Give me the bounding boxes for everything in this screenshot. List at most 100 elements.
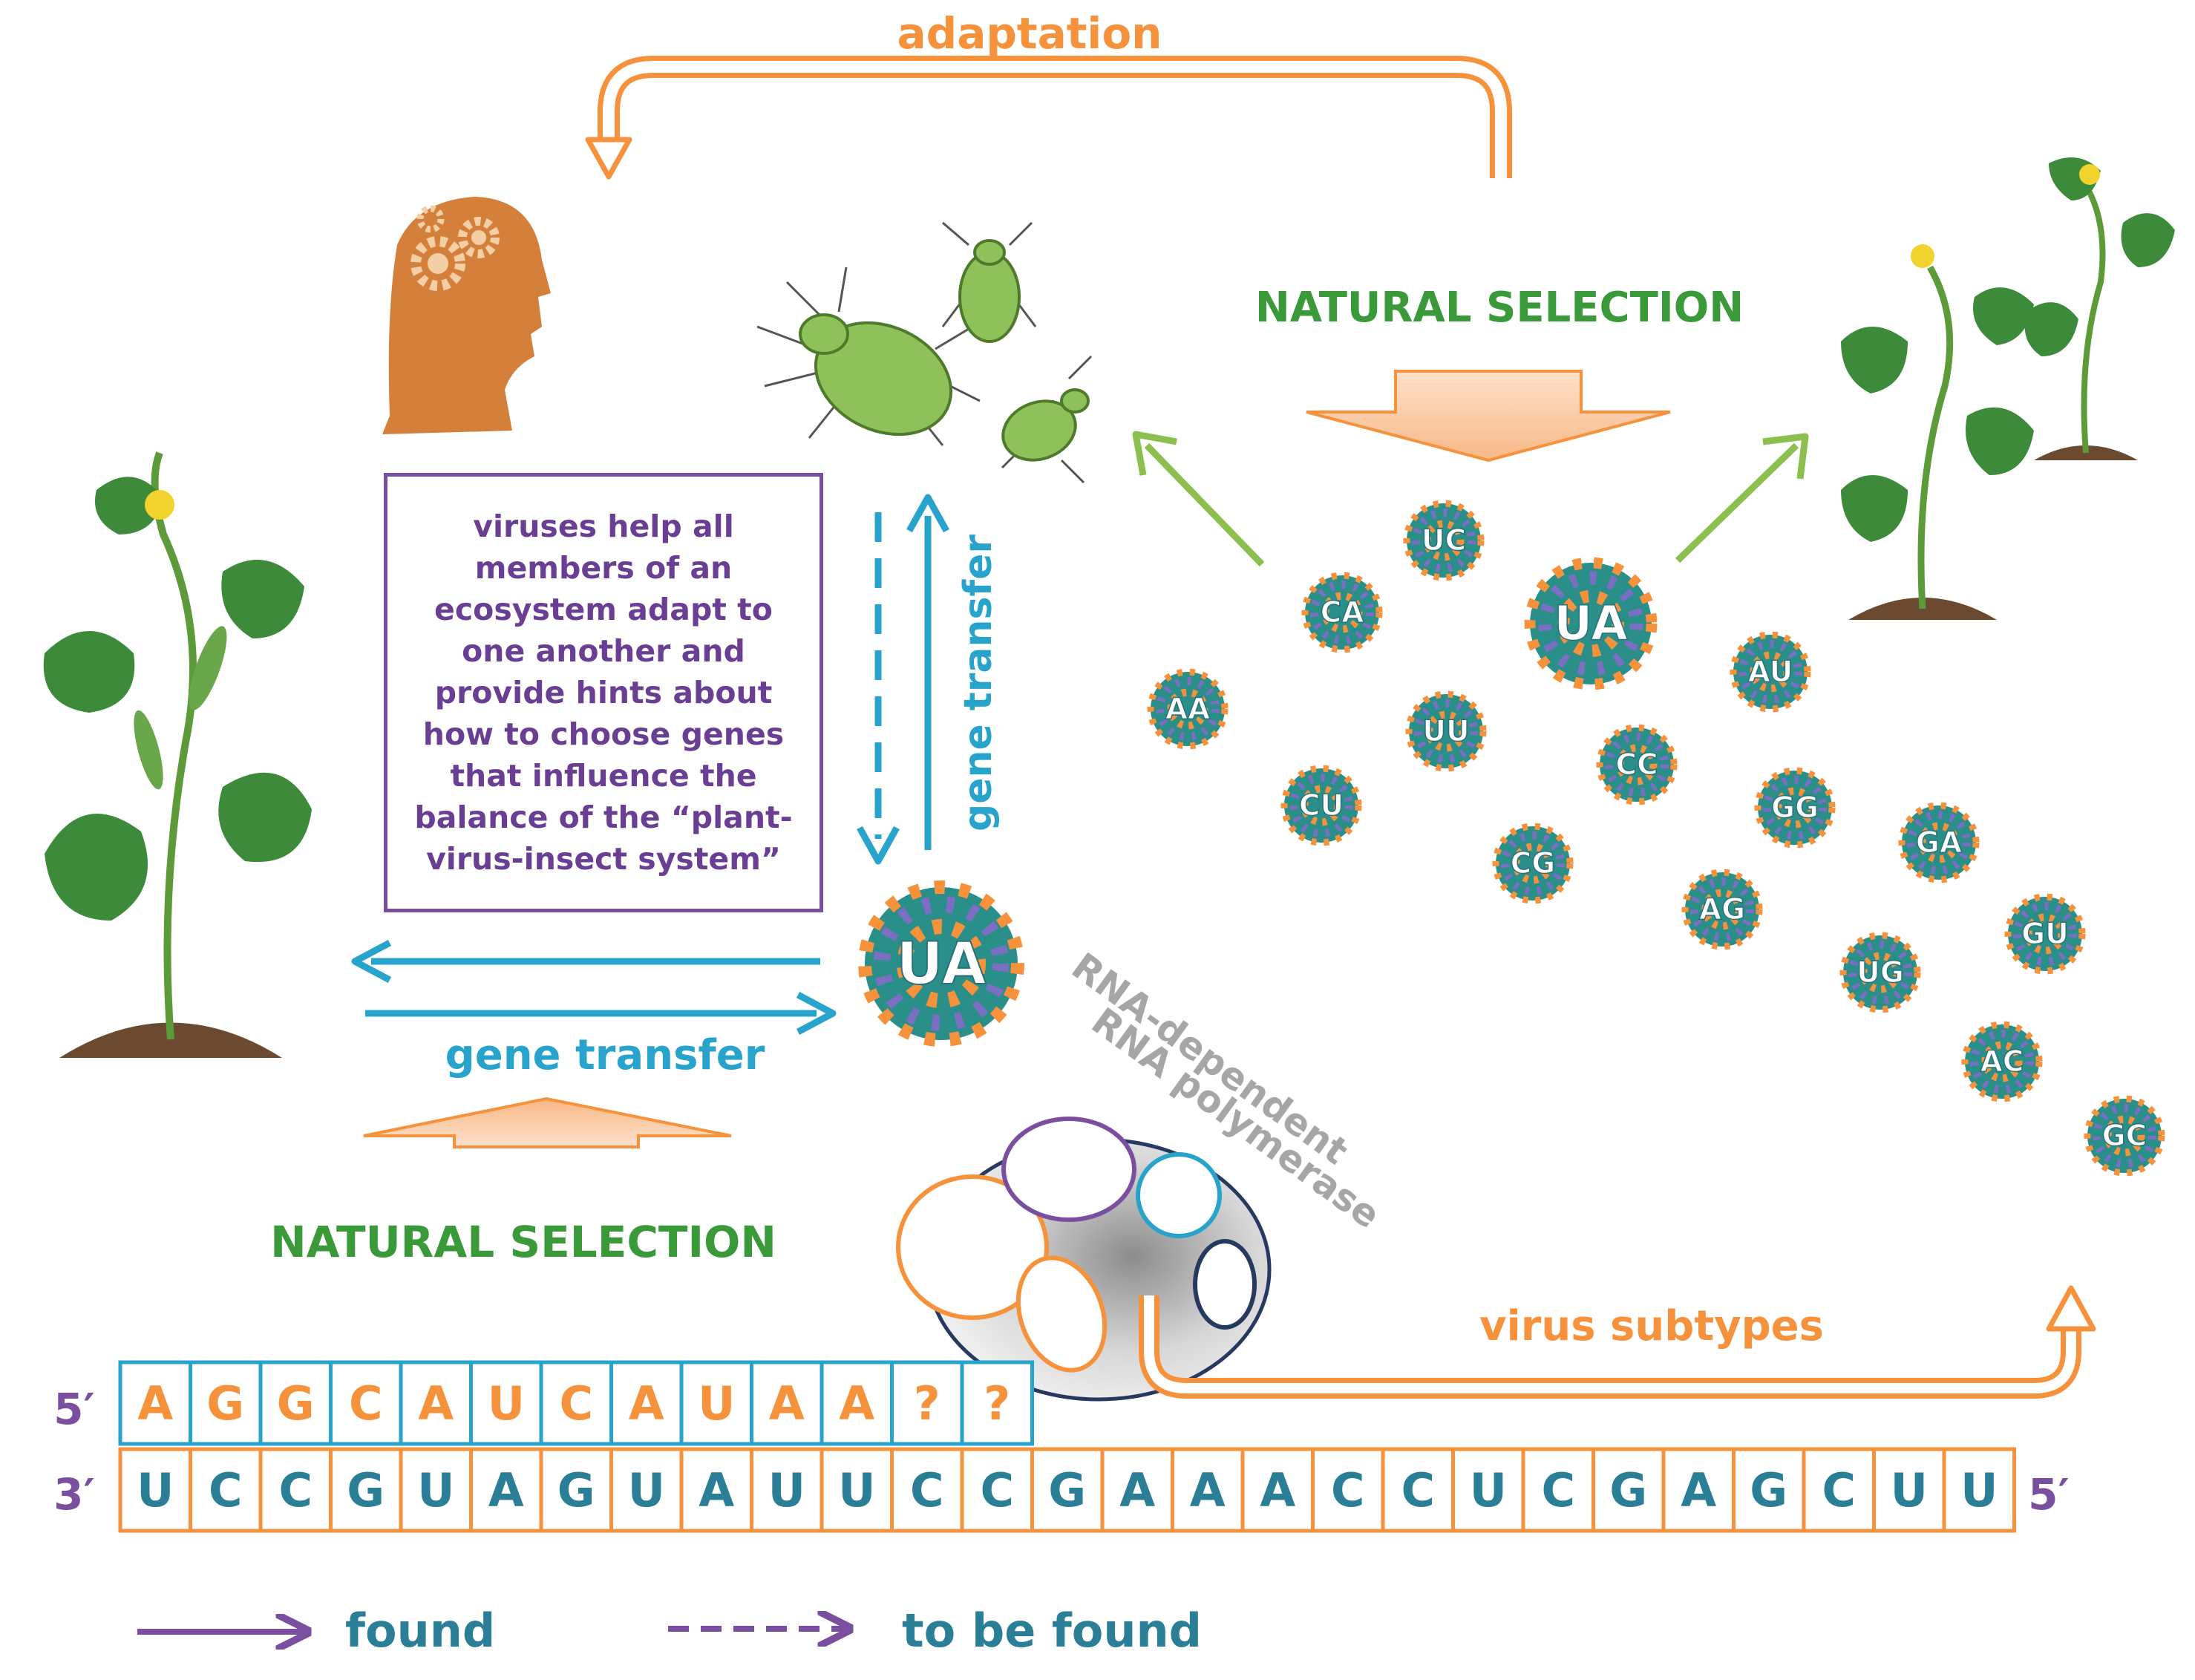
rna-base-cell: G — [1030, 1447, 1105, 1533]
rna-base-letter: A — [1681, 1463, 1716, 1517]
rna-base-cell: A — [1100, 1447, 1174, 1533]
flower-icon — [145, 490, 174, 520]
rna-base-letter: A — [418, 1376, 454, 1431]
virus-subtype-label: AA — [1165, 693, 1210, 726]
rna-base-letter: A — [1190, 1463, 1226, 1517]
aphid-icon — [1001, 355, 1093, 484]
virus-subtype-label: CA — [1321, 596, 1364, 630]
rna-base-cell: A — [609, 1360, 684, 1446]
virus-subtype-label: AU — [1748, 656, 1793, 689]
gear-icon — [416, 205, 445, 233]
flower-icon — [2079, 164, 2100, 185]
virus-subtype-label: AC — [1980, 1045, 2024, 1079]
rna-base-cell: U — [1451, 1447, 1525, 1533]
rna-base-letter: U — [628, 1463, 665, 1517]
virus-subtype-particle: AU — [1730, 631, 1811, 713]
rna-base-cell: G — [189, 1360, 263, 1446]
rna-base-cell: C — [1802, 1447, 1876, 1533]
virus-subtype-label: UG — [1857, 956, 1904, 990]
rna-base-cell: C — [1311, 1447, 1385, 1533]
rna-base-cell: G — [1592, 1447, 1666, 1533]
rna-base-cell: A — [679, 1447, 753, 1533]
rna-base-cell: G — [539, 1447, 613, 1533]
virus-subtype-label: UA — [1554, 596, 1628, 651]
rna-base-cell: U — [679, 1360, 753, 1446]
rna-base-letter: G — [277, 1376, 315, 1431]
gene-transfer-vertical-arrows — [857, 494, 949, 865]
legend-to-be-found: to be found — [668, 1604, 1202, 1658]
virus-subtype-particle: CU — [1280, 765, 1362, 846]
top-strand-5prime: 5′ — [53, 1384, 95, 1434]
rna-base-cell: U — [820, 1447, 894, 1533]
rna-base-cell: A — [118, 1360, 192, 1446]
rna-base-cell: U — [609, 1447, 684, 1533]
rna-base-cell: A — [1171, 1447, 1245, 1533]
cucumber-plant-right — [1841, 157, 2175, 620]
rna-base-cell: ? — [890, 1360, 964, 1446]
gene-transfer-horizontal-label: gene transfer — [445, 1031, 765, 1079]
rna-base-letter: ? — [914, 1376, 941, 1431]
rna-base-letter: U — [488, 1376, 525, 1431]
rna-base-cell: U — [1872, 1447, 1946, 1533]
rna-base-cell: U — [750, 1447, 824, 1533]
virus-subtype-label: CU — [1299, 789, 1344, 823]
rna-base-letter: C — [1331, 1463, 1365, 1517]
rna-base-letter: C — [278, 1463, 313, 1517]
rna-base-letter: U — [838, 1463, 875, 1517]
rna-base-letter: U — [768, 1463, 805, 1517]
rna-base-letter: U — [1960, 1463, 1998, 1517]
gear-icon — [458, 217, 500, 258]
virus-subtype-label: AG — [1699, 893, 1745, 926]
rna-base-letter: U — [1470, 1463, 1507, 1517]
rna-polymerase-complex — [896, 1117, 1272, 1402]
virus-subtypes-label: virus subtypes — [1479, 1302, 1824, 1350]
gear-icon — [410, 236, 465, 291]
rna-base-letter: C — [1822, 1463, 1856, 1517]
rna-base-cell: C — [189, 1447, 263, 1533]
virus-subtype-particle: UG — [1839, 932, 1921, 1013]
rna-base-letter: C — [209, 1463, 243, 1517]
rna-base-letter: G — [1750, 1463, 1787, 1517]
virus-subtype-particle: CG — [1492, 823, 1574, 904]
virus-subtype-particle: GA — [1898, 802, 1980, 883]
virus-subtype-label: GA — [1916, 826, 1962, 860]
natural-selection-top-label: NATURAL SELECTION — [1255, 284, 1744, 332]
natural-selection-arrow-down — [1306, 370, 1671, 463]
rna-base-cell: A — [750, 1360, 824, 1446]
rna-base-cell: A — [399, 1360, 473, 1446]
info-box-text: viruses help all members of an ecosystem… — [414, 509, 793, 877]
virus-subtype-label: CG — [1511, 847, 1556, 880]
rna-base-letter: U — [417, 1463, 454, 1517]
rna-base-cell: C — [890, 1447, 964, 1533]
virus-subtype-particle: AA — [1147, 668, 1229, 750]
rna-base-letter: A — [699, 1463, 734, 1517]
rna-base-cell: U — [469, 1360, 543, 1446]
virus-subtype-particle: UA — [1524, 557, 1658, 690]
rna-base-letter: C — [349, 1376, 383, 1431]
rna-base-cell: A — [469, 1447, 543, 1533]
rna-base-cell: U — [399, 1447, 473, 1533]
rna-base-letter: G — [206, 1376, 244, 1431]
rna-base-letter: G — [347, 1463, 385, 1517]
virus-subtypes-arrow — [1139, 1285, 2096, 1399]
bottom-strand-5prime: 5′ — [2028, 1469, 2070, 1520]
head-icon — [382, 197, 551, 434]
rna-base-cell: U — [118, 1447, 192, 1533]
rna-base-letter: C — [559, 1376, 593, 1431]
rna-base-letter: A — [769, 1376, 805, 1431]
virus-subtype-label: UU — [1422, 715, 1469, 748]
rna-base-letter: C — [910, 1463, 944, 1517]
rna-base-letter: C — [1541, 1463, 1575, 1517]
adaptation-label: adaptation — [897, 8, 1162, 59]
rna-base-cell: G — [258, 1360, 333, 1446]
virus-subtype-particle: UU — [1405, 690, 1487, 772]
rna-base-letter: A — [1119, 1463, 1155, 1517]
virus-subtype-particle: CC — [1596, 724, 1678, 805]
center-virus-particle: UA — [858, 880, 1024, 1047]
legend-to-be-found-label: to be found — [902, 1604, 1202, 1658]
rna-base-letter: U — [1891, 1463, 1928, 1517]
rna-base-letter: U — [698, 1376, 735, 1431]
adaptation-arrow — [585, 56, 1512, 180]
